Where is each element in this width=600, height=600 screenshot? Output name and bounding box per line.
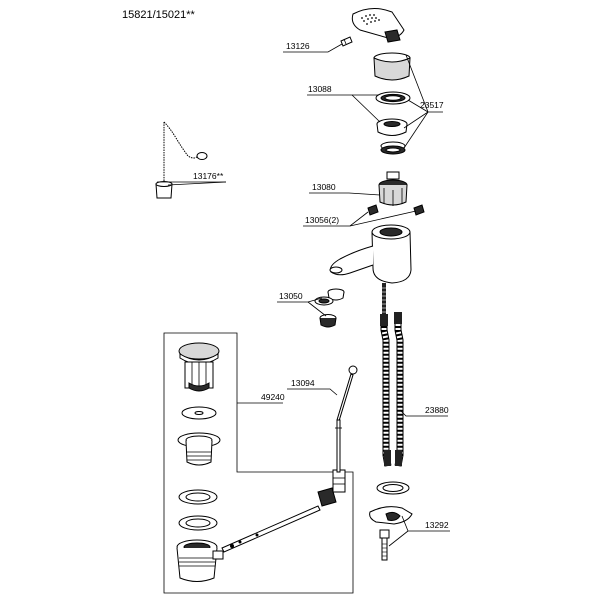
label-13050: 13050 (279, 291, 303, 301)
plug-washer (181, 406, 217, 420)
faucet-body (329, 224, 412, 284)
set-screw (340, 36, 353, 47)
label-13056: 13056(2) (305, 215, 339, 225)
cover-cap (373, 52, 411, 81)
drain-gasket-2 (178, 515, 218, 531)
lever-handle (351, 8, 405, 43)
mounting-plate (369, 506, 413, 525)
label-13176: 13176** (193, 171, 224, 181)
label-23880: 23880 (425, 405, 449, 415)
plug-and-chain (155, 121, 208, 199)
threaded-rod (382, 283, 386, 319)
pivot-rod (221, 487, 337, 553)
diagram-title: 15821/15021** (122, 9, 196, 21)
label-13088: 13088 (308, 84, 332, 94)
label-49240: 49240 (261, 392, 285, 402)
clip-strap (332, 469, 346, 493)
cartridge (378, 171, 408, 206)
label-13094: 13094 (291, 378, 315, 388)
pop-up-plug (178, 342, 220, 392)
mounting-stud (379, 529, 390, 561)
aerator (314, 288, 345, 328)
mounting-screws (367, 204, 425, 216)
flexible-hoses (380, 312, 404, 467)
lift-rod (335, 365, 358, 473)
label-13292: 13292 (425, 520, 449, 530)
drain-body (176, 539, 224, 582)
mounting-gasket (376, 481, 410, 495)
nut (376, 118, 408, 136)
label-13080: 13080 (312, 182, 336, 192)
label-23517: 23517 (420, 100, 444, 110)
drain-flange (177, 432, 221, 466)
o-ring (380, 141, 406, 155)
splined-ring (375, 91, 411, 105)
label-13126: 13126 (286, 41, 310, 51)
drain-set-box (163, 332, 354, 594)
leader-lines (157, 43, 450, 547)
drain-gasket-1 (178, 489, 218, 505)
